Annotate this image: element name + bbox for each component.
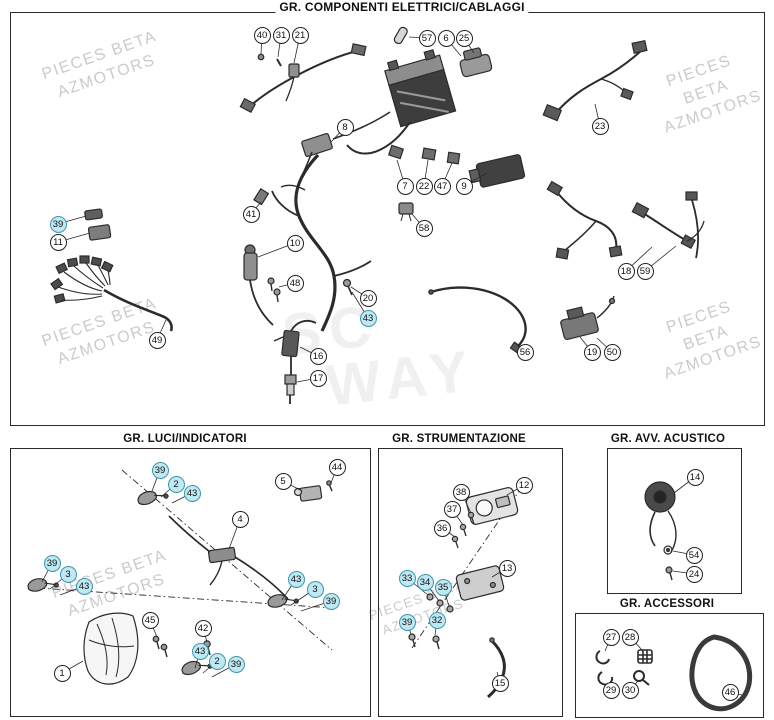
callout-23[interactable]: 23 <box>591 117 609 135</box>
callout-20[interactable]: 20 <box>359 289 377 307</box>
callout-8[interactable]: 8 <box>336 118 354 136</box>
callout-59[interactable]: 59 <box>636 262 654 280</box>
callout-39[interactable]: 39 <box>322 592 340 610</box>
callout-44[interactable]: 44 <box>328 458 346 476</box>
callout-2[interactable]: 2 <box>208 652 226 670</box>
callout-35[interactable]: 35 <box>434 578 452 596</box>
section-title-electrical: GR. COMPONENTI ELETTRICI/CABLAGGI <box>275 0 529 14</box>
callout-19[interactable]: 19 <box>583 343 601 361</box>
callout-43[interactable]: 43 <box>183 484 201 502</box>
callout-36[interactable]: 36 <box>433 519 451 537</box>
callout-24[interactable]: 24 <box>685 565 703 583</box>
callout-39[interactable]: 39 <box>43 554 61 572</box>
callout-34[interactable]: 34 <box>416 573 434 591</box>
section-horn-box <box>607 448 742 594</box>
callout-18[interactable]: 18 <box>617 262 635 280</box>
callout-50[interactable]: 50 <box>603 343 621 361</box>
callout-30[interactable]: 30 <box>621 681 639 699</box>
callout-43[interactable]: 43 <box>359 309 377 327</box>
callout-17[interactable]: 17 <box>309 369 327 387</box>
callout-25[interactable]: 25 <box>455 29 473 47</box>
callout-43[interactable]: 43 <box>287 570 305 588</box>
callout-9[interactable]: 9 <box>455 177 473 195</box>
callout-39[interactable]: 39 <box>151 461 169 479</box>
callout-11[interactable]: 11 <box>49 233 67 251</box>
callout-57[interactable]: 57 <box>418 29 436 47</box>
callout-58[interactable]: 58 <box>415 219 433 237</box>
callout-40[interactable]: 40 <box>253 26 271 44</box>
callout-5[interactable]: 5 <box>274 472 292 490</box>
section-lights-box <box>10 448 371 717</box>
callout-45[interactable]: 45 <box>141 611 159 629</box>
callout-12[interactable]: 12 <box>515 476 533 494</box>
callout-43[interactable]: 43 <box>191 642 209 660</box>
callout-27[interactable]: 27 <box>602 628 620 646</box>
callout-54[interactable]: 54 <box>685 546 703 564</box>
section-title-horn: GR. AVV. ACUSTICO <box>606 433 730 445</box>
callout-2[interactable]: 2 <box>167 475 185 493</box>
callout-10[interactable]: 10 <box>286 234 304 252</box>
section-instruments-box <box>378 448 563 717</box>
callout-4[interactable]: 4 <box>231 510 249 528</box>
callout-29[interactable]: 29 <box>602 681 620 699</box>
callout-47[interactable]: 47 <box>433 177 451 195</box>
callout-3[interactable]: 3 <box>59 565 77 583</box>
callout-21[interactable]: 21 <box>291 26 309 44</box>
callout-41[interactable]: 41 <box>242 205 260 223</box>
callout-16[interactable]: 16 <box>309 347 327 365</box>
callout-14[interactable]: 14 <box>686 468 704 486</box>
callout-32[interactable]: 32 <box>428 611 446 629</box>
callout-39[interactable]: 39 <box>398 613 416 631</box>
callout-7[interactable]: 7 <box>396 177 414 195</box>
callout-1[interactable]: 1 <box>53 664 71 682</box>
callout-46[interactable]: 46 <box>721 683 739 701</box>
section-title-lights: GR. LUCI/INDICATORI <box>119 433 251 445</box>
callout-48[interactable]: 48 <box>286 274 304 292</box>
section-title-accessories: GR. ACCESSORI <box>615 598 719 610</box>
callout-6[interactable]: 6 <box>437 29 455 47</box>
callout-15[interactable]: 15 <box>491 674 509 692</box>
callout-22[interactable]: 22 <box>415 177 433 195</box>
section-accessories-box <box>575 613 764 718</box>
callout-49[interactable]: 49 <box>148 331 166 349</box>
callout-56[interactable]: 56 <box>516 343 534 361</box>
callout-37[interactable]: 37 <box>443 500 461 518</box>
callout-3[interactable]: 3 <box>306 580 324 598</box>
callout-33[interactable]: 33 <box>398 569 416 587</box>
callout-39[interactable]: 39 <box>227 655 245 673</box>
callout-31[interactable]: 31 <box>272 26 290 44</box>
callout-13[interactable]: 13 <box>498 559 516 577</box>
callout-39[interactable]: 39 <box>49 215 67 233</box>
section-title-instruments: GR. STRUMENTAZIONE <box>388 433 530 445</box>
callout-42[interactable]: 42 <box>194 619 212 637</box>
callout-28[interactable]: 28 <box>621 628 639 646</box>
callout-38[interactable]: 38 <box>452 483 470 501</box>
callout-43[interactable]: 43 <box>75 577 93 595</box>
